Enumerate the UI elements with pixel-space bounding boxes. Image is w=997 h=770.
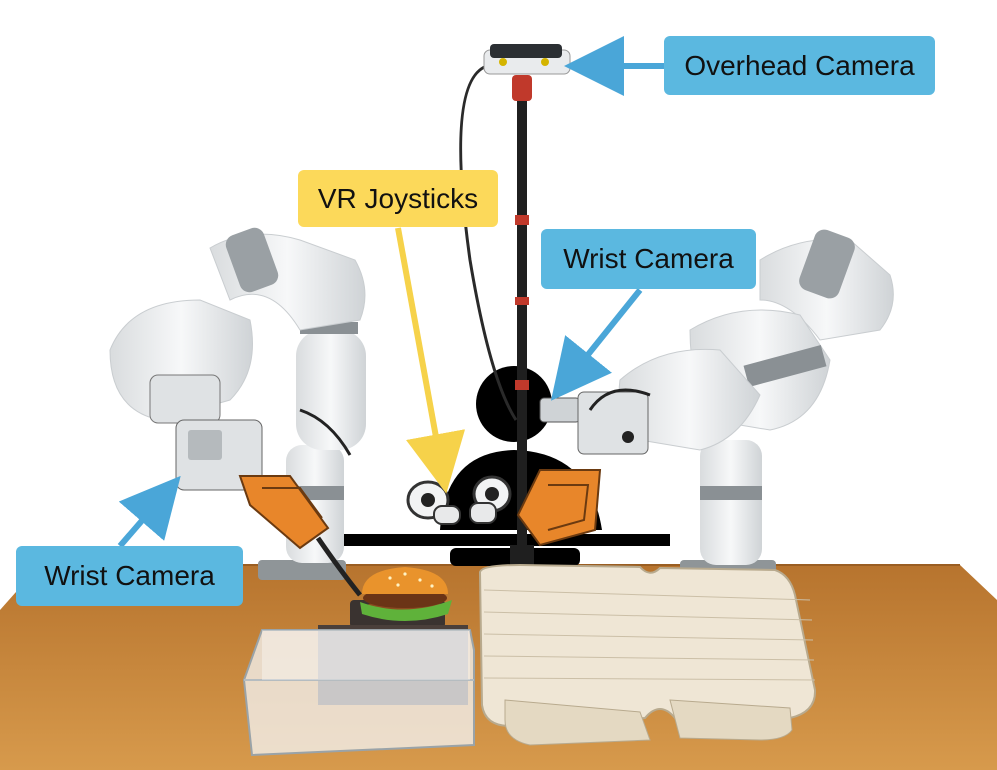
burger: [350, 567, 452, 628]
compostable-takeout-boxes: [478, 563, 817, 746]
wrist-camera-left-label: Wrist Camera: [16, 546, 243, 606]
wrist-camera-left-arrow: [117, 475, 181, 548]
camera-pole: [459, 64, 534, 570]
vr-joysticks-label: VR Joysticks: [298, 170, 498, 227]
wrist-camera-right-arrow: [550, 288, 643, 401]
vr-joysticks-arrow: [395, 227, 466, 494]
overhead-camera-label: Overhead Camera: [664, 36, 935, 95]
right-robot-arm: [516, 229, 894, 580]
operator-desk-bar: [340, 534, 670, 546]
plastic-container: [242, 625, 475, 757]
left-robot-arm: [109, 227, 366, 597]
wrist-camera-right-label: Wrist Camera: [541, 229, 756, 289]
overhead-camera: [483, 44, 571, 75]
